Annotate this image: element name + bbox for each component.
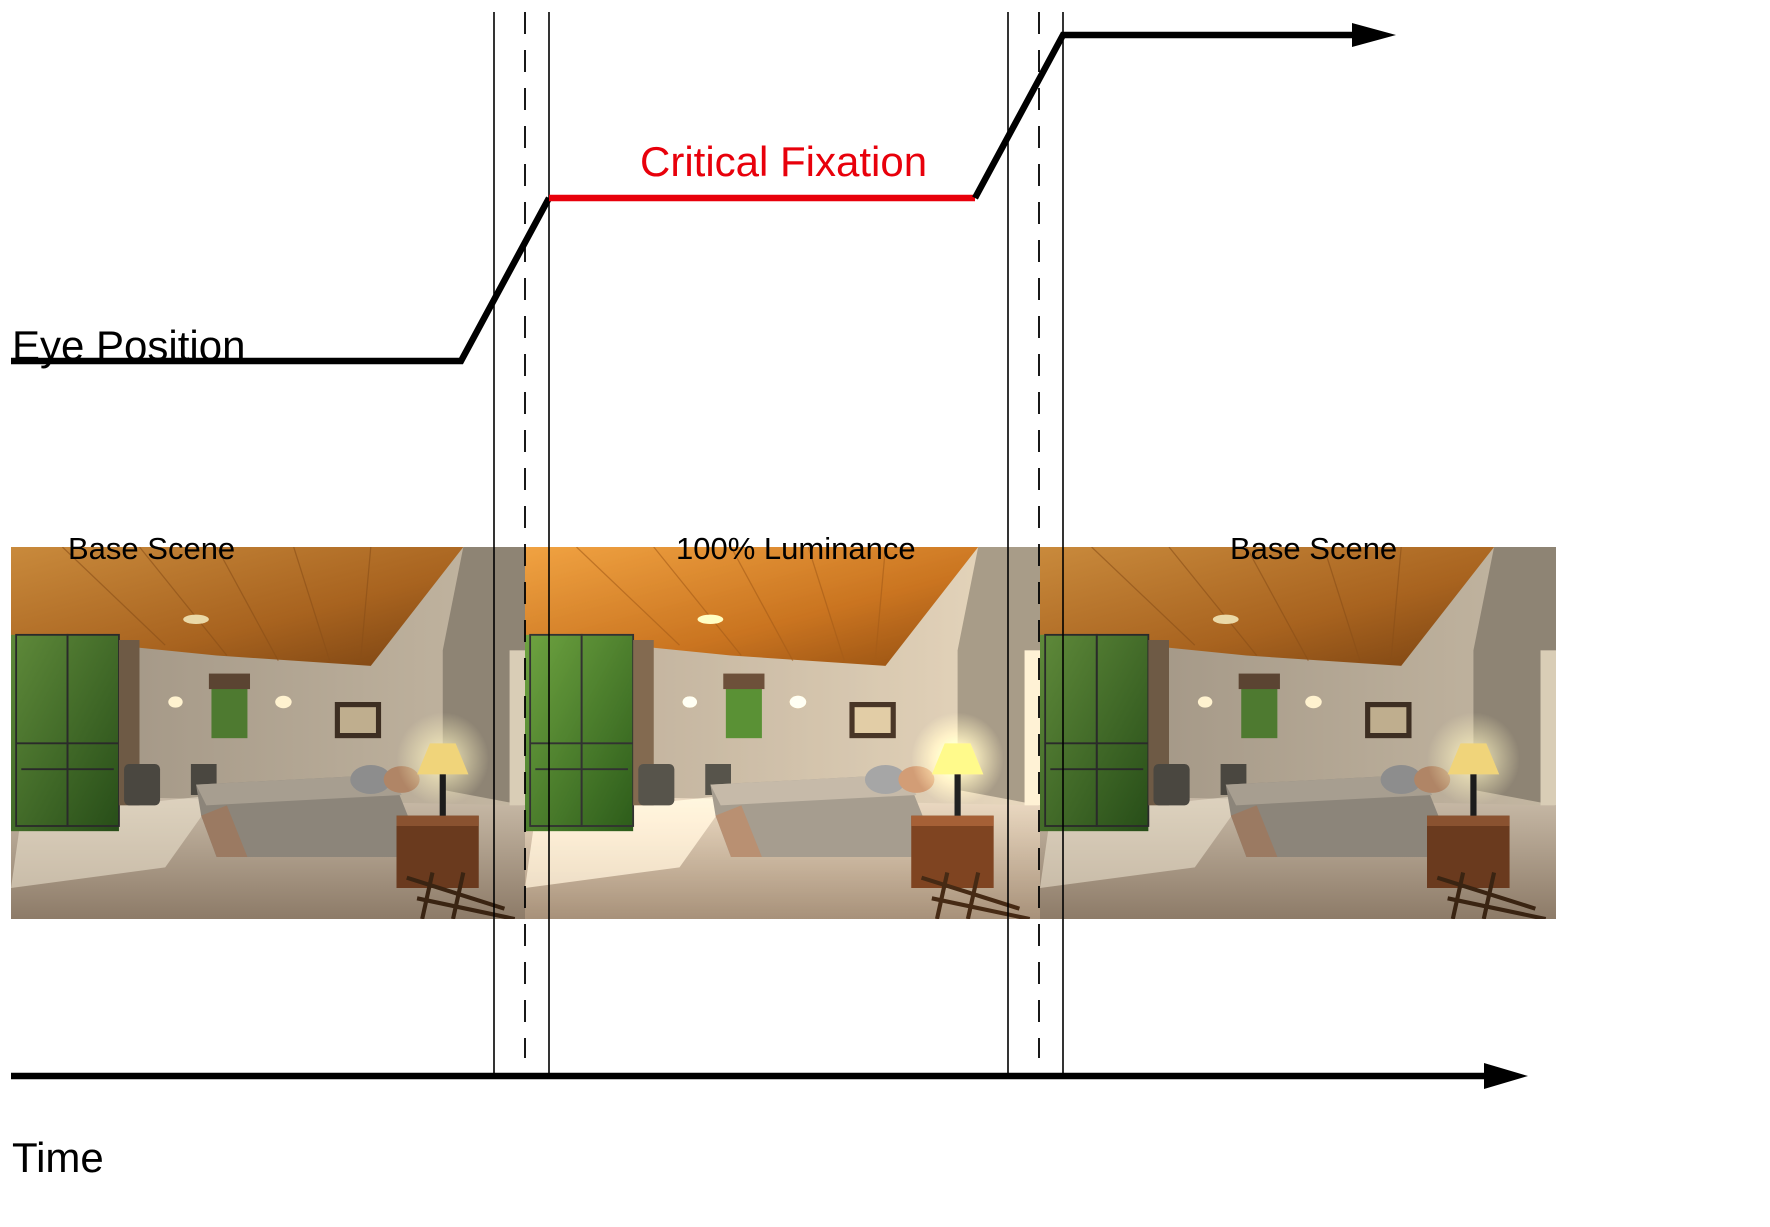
scene-panel-3: [1040, 547, 1556, 919]
time-axis-label: Time: [12, 1134, 104, 1181]
critical-fixation-label: Critical Fixation: [640, 138, 928, 185]
scene-caption-1: Base Scene: [68, 531, 236, 566]
transition-boundaries: [493, 12, 1064, 1075]
scene-caption-2: 100% Luminance: [676, 531, 916, 566]
eye-position-trace: [11, 23, 1396, 365]
eye-trace-final: [972, 31, 1358, 200]
scene-panel-2: [525, 547, 1040, 919]
scene-panel-1: [11, 547, 525, 919]
eye-trace-arrowhead: [1352, 23, 1396, 47]
time-axis: [11, 1063, 1528, 1089]
scene-caption-3: Base Scene: [1230, 531, 1398, 566]
eye-position-label: Eye Position: [12, 322, 246, 369]
time-axis-arrowhead: [1484, 1063, 1528, 1089]
eye-trace-initial: [11, 196, 552, 365]
